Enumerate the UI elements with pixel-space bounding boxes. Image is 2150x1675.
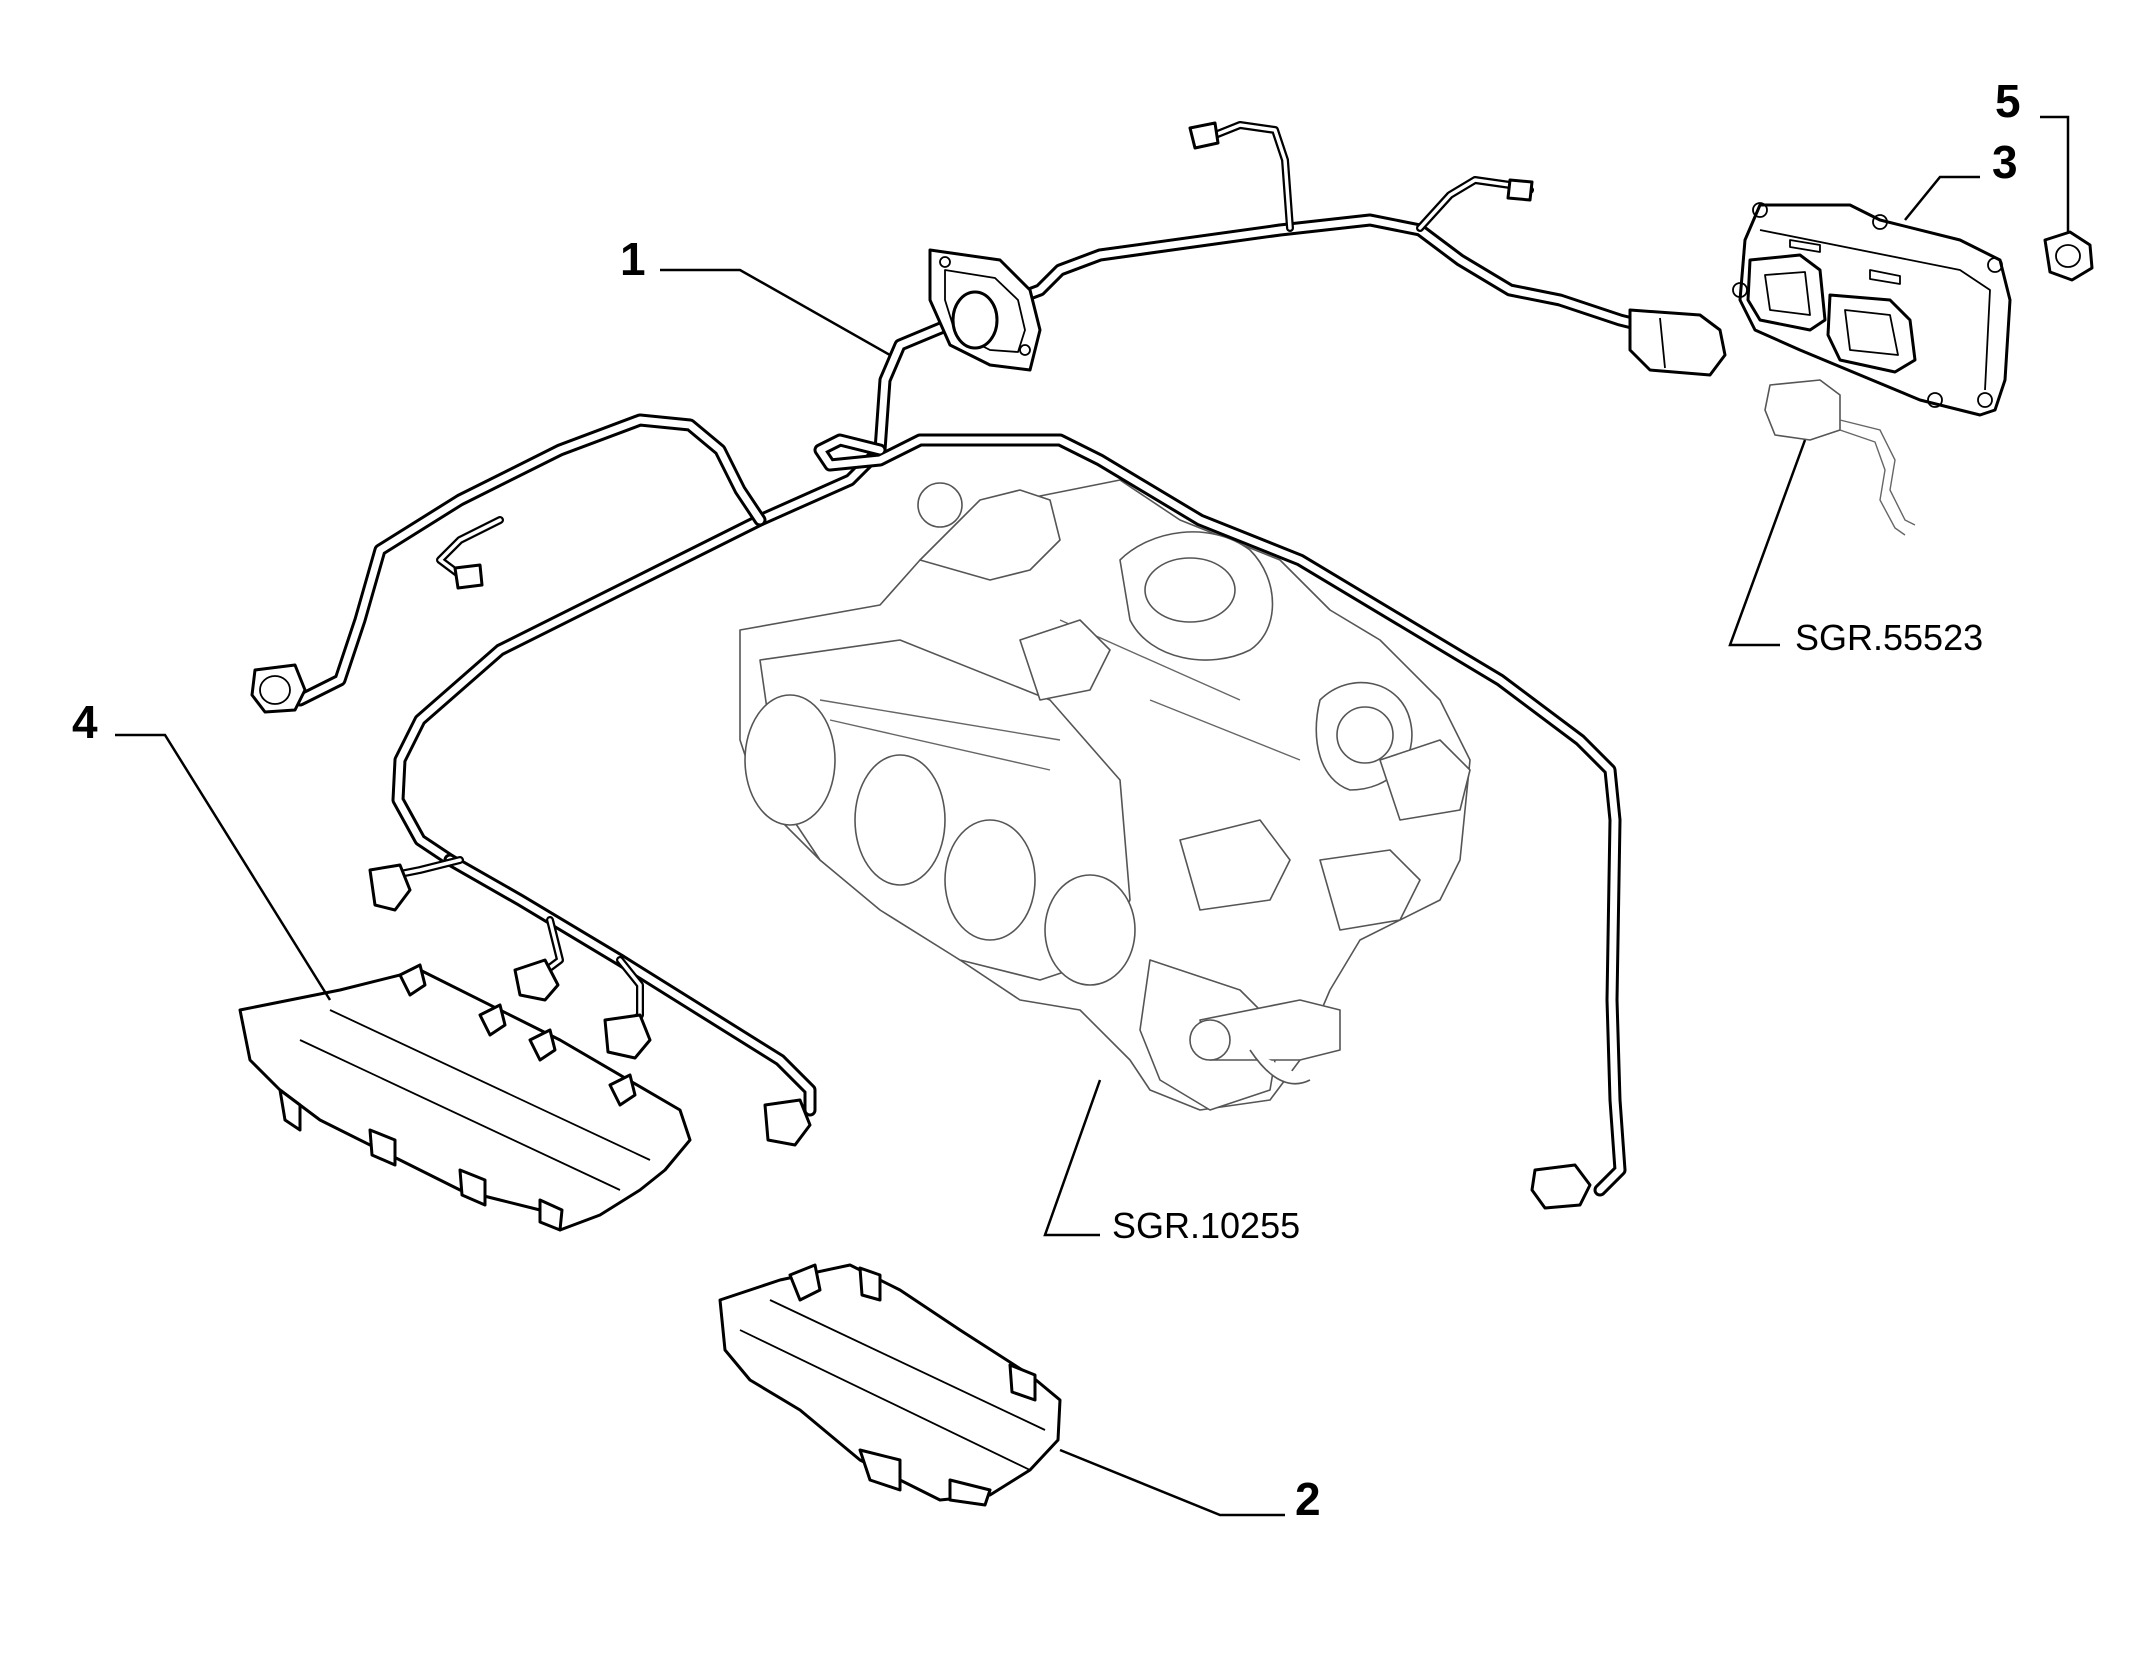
- leader-line-3: [1904, 175, 1980, 221]
- callout-3: 3: [1992, 136, 2018, 188]
- hex-nut-icon: [2043, 230, 2094, 282]
- callout-2: 2: [1295, 1473, 1321, 1525]
- callout-4: 4: [72, 696, 98, 748]
- leader-line-5: [2040, 115, 2070, 232]
- reference-label-intake: SGR.10255: [1112, 1205, 1300, 1246]
- harness-cover-bottom: [718, 1263, 1062, 1507]
- engine-wiring-harness: [250, 121, 1727, 1210]
- leader-line-ref-intake: [1043, 1079, 1102, 1237]
- intake-manifold-reference: [739, 479, 1471, 1111]
- leader-line-ref-module: [1728, 439, 1807, 647]
- reference-label-module: SGR.55523: [1795, 617, 1983, 658]
- harness-cover-left: [238, 963, 692, 1232]
- leader-line-2: [1059, 1448, 1285, 1517]
- callout-5: 5: [1995, 75, 2021, 127]
- injector-connector-4-icon: [763, 1098, 812, 1147]
- callout-1: 1: [620, 233, 646, 285]
- connector-top-left-icon: [1188, 121, 1220, 150]
- connector-top-right-icon: [1506, 178, 1534, 202]
- module-connector-plug-icon: [1628, 308, 1727, 377]
- injector-connector-2-icon: [513, 958, 560, 1002]
- sensor-connector-small-icon: [453, 563, 484, 590]
- injector-connector-1-icon: [368, 863, 412, 912]
- leader-line-1: [660, 268, 891, 357]
- injector-connector-3-icon: [603, 1013, 652, 1060]
- connector-bottom-right-icon: [1530, 1163, 1592, 1210]
- control-module: [1732, 202, 2012, 417]
- module-plug-reference: [1764, 379, 1916, 536]
- leader-line-4: [115, 733, 332, 1001]
- sensor-connector-left-icon: [250, 663, 307, 714]
